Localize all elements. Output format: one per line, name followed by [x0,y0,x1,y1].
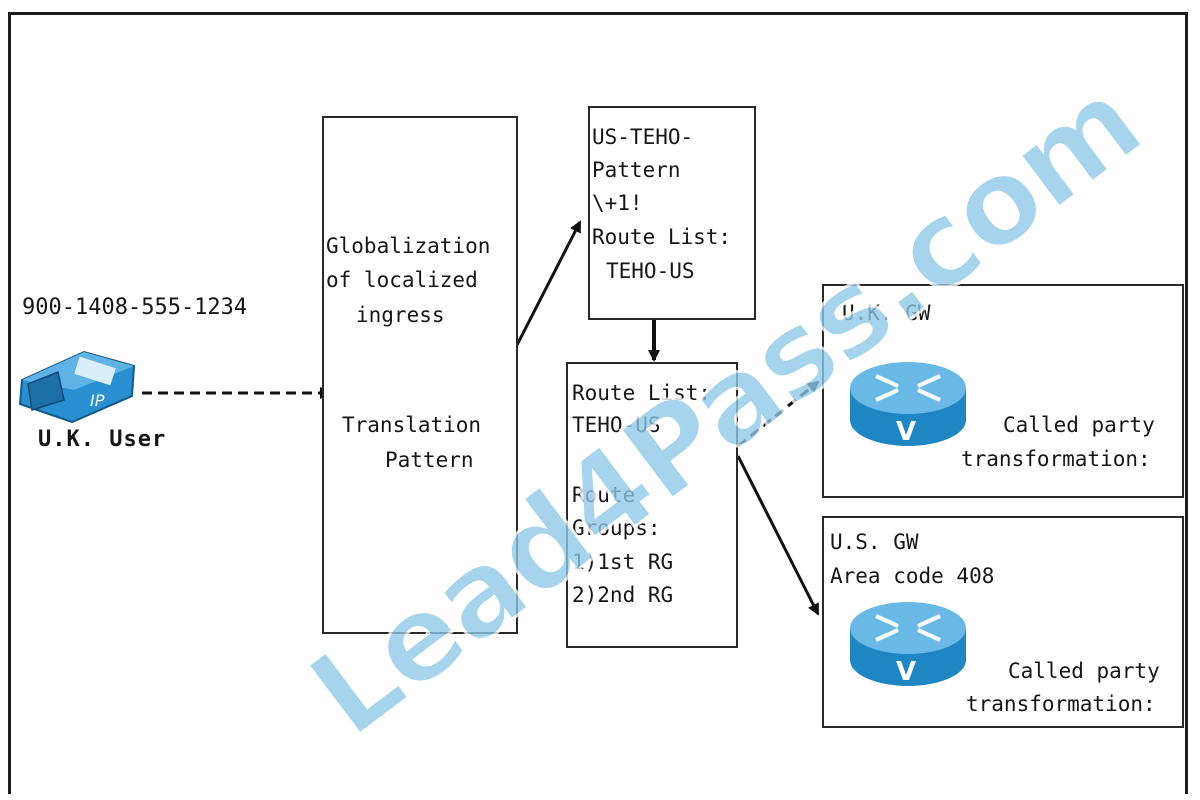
translation-line1: Translation [342,413,482,437]
teho-line2: Pattern [592,158,681,182]
route-list-line2: TEHO-US [572,413,661,437]
route-group-1: 1)1st RG [572,550,674,574]
route-list-line4: Groups: [572,516,661,540]
teho-line4: Route List: [592,225,732,249]
route-list-line1: Route List: [572,381,712,405]
arrow-routelist-to-usgw [736,455,820,616]
globalization-line3: ingress [356,303,445,327]
us-gw-line2: transformation: [966,692,1156,716]
us-router-icon: V [850,602,966,687]
diagram-frame [8,12,1188,794]
us-gw-area-code: Area code 408 [830,564,995,588]
ip-phone-icon: IP [18,350,136,424]
arrow-routelist-to-ukgw [737,380,820,448]
teho-line3: \+1! [592,191,643,215]
teho-line1: US-TEHO- [592,125,694,149]
route-list-box [566,362,738,648]
arrow-translation-to-teho [515,220,582,346]
caller-label: U.K. User [38,427,167,452]
teho-line5: TEHO-US [606,259,695,283]
svg-text:V: V [896,657,916,687]
uk-gw-title: U.K. GW [842,301,931,325]
globalization-line2: of localized [326,268,478,292]
us-gw-line1: Called party [1008,659,1160,683]
uk-gw-line2: transformation: [961,447,1151,471]
uk-router-icon: V [850,362,966,447]
teho-pattern-box [588,106,756,320]
route-list-line3: Route [572,483,636,507]
us-gw-title: U.S. GW [830,530,919,554]
translation-pattern-box [322,116,518,634]
svg-text:V: V [896,417,916,447]
uk-gw-line1: Called party [1003,413,1155,437]
svg-text:IP: IP [90,391,105,410]
route-group-2: 2)2nd RG [572,583,674,607]
globalization-line1: Globalization [326,234,491,258]
translation-line2: Pattern [385,448,474,472]
dialed-number: 900-1408-555-1234 [22,295,248,320]
